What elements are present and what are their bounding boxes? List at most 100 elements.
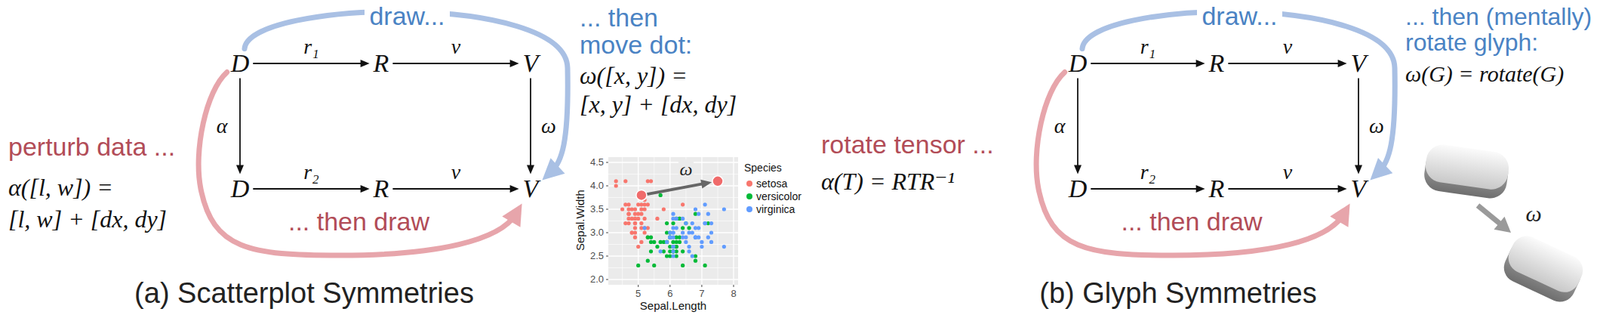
axis-title: Sepal.Length [640,298,707,312]
legend-swatch [746,193,753,200]
morphism-arrow [392,59,519,68]
data-point [643,230,647,234]
grid-line [608,220,739,222]
moved-dot [712,175,724,187]
panel-caption: (b) Glyph Symmetries [1039,276,1317,311]
data-point [696,225,701,230]
arrowhead [1338,59,1348,68]
data-point [649,178,653,183]
tick-mark [606,279,609,280]
draw-path-arrow [244,11,568,180]
tick-label: 4.5 [590,156,604,169]
data-point [670,212,675,216]
legend-entry: virginica [756,203,795,216]
tick-mark [669,284,671,287]
data-point [680,230,685,234]
edge-label: ... then draw [1120,206,1262,237]
data-point [703,221,708,225]
edge-label: v [1283,160,1293,185]
arrow-shaft [1357,78,1360,169]
glyph-top [1423,142,1511,192]
data-point [633,235,637,240]
arrow-shaft [1227,62,1341,65]
formula: ω([x, y]) = [579,61,688,90]
arrowhead [360,59,370,68]
glyph-top [1503,230,1588,298]
arrowhead [1196,184,1206,193]
morphism-arrow [1227,184,1347,193]
data-point [699,244,704,249]
data-point [696,212,701,216]
data-point [643,225,647,230]
curved-shaft [1082,11,1395,172]
data-point [703,221,708,225]
data-point [690,221,695,225]
math-object-node: V [1347,173,1371,204]
data-point [639,212,644,216]
arrow-shaft [1227,187,1341,190]
data-point [693,258,698,263]
tick-mark [637,284,639,287]
edge-label: draw... [1196,1,1282,31]
morphism-arrow [236,78,244,175]
data-point [633,221,637,225]
symmetry-label: ω [1525,200,1542,228]
grid-line [608,173,739,175]
move-arrow-head [700,179,712,189]
data-point [709,240,714,244]
data-point [670,253,675,258]
node-symbol: R [1209,173,1225,204]
axis-title: Sepal.Width [572,190,586,252]
data-point [643,225,647,230]
annotation: rotate tensor ... [821,129,994,160]
math-object-node: V [519,173,543,204]
node-symbol: D [230,173,250,204]
arrow-shaft [252,187,364,190]
legend-entry: versicolor [756,190,802,203]
data-point [652,263,656,268]
minor-grid [608,156,739,285]
data-point [664,240,669,244]
legend-swatch [746,206,753,213]
grid-line [608,278,739,280]
data-point [626,212,631,216]
data-point [658,240,663,244]
formula: [l, w] + [dx, dy] [8,205,167,234]
math-object-node: D [1064,173,1092,204]
scatter-points [614,178,727,268]
edge-label: r₂ [303,160,320,185]
tick-mark [606,232,609,234]
tick-mark [606,162,609,164]
edge-label: ω [1369,113,1385,139]
node-symbol: V [523,173,539,204]
math-object-node: D [227,48,254,78]
data-point [664,221,669,225]
arrowhead [1196,59,1206,68]
data-point [670,244,675,249]
data-point [639,240,644,244]
legend-entry: setosa [756,177,788,190]
grid-line [732,156,734,285]
edge-label: r₁ [303,34,320,59]
math-object-node: R [369,173,394,204]
data-point [680,225,685,230]
arrowhead [236,164,244,174]
grid-line [669,156,671,285]
arrowhead [1354,164,1363,174]
data-point [686,230,691,234]
rotate-arrow-head [1494,216,1512,233]
data-point [693,235,698,240]
edge-label: ... then draw [288,206,430,237]
draw-path-arrow [1082,11,1395,180]
data-point [639,221,644,225]
data-point [643,216,647,221]
morphism-arrow [392,184,519,193]
annotation: ... then (mentally) [1405,3,1592,31]
panel-caption: (a) Scatterplot Symmetries [134,276,474,311]
data-point [683,240,688,244]
formula: [x, y] + [dx, dy] [579,90,737,119]
data-point [664,253,669,258]
data-point [649,249,653,253]
